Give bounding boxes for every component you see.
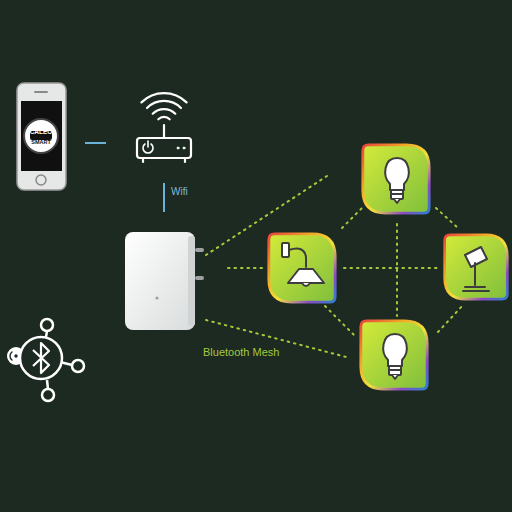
garden-spot — [445, 235, 508, 299]
link-line — [85, 142, 106, 144]
bluetooth-mesh-icon — [6, 319, 84, 401]
bulb-top — [363, 145, 429, 213]
connection-label: Bluetooth Mesh — [203, 347, 279, 358]
router-icon — [137, 93, 191, 162]
connection-label: Wifi — [171, 187, 188, 197]
logo-text: CALEO — [30, 129, 53, 136]
smartphone-icon — [17, 83, 66, 190]
logo-text: SMART — [31, 140, 51, 146]
wall-lamp — [269, 234, 335, 302]
wifi-line — [163, 183, 165, 212]
bridge-hub — [125, 232, 204, 330]
bulb-bottom — [361, 321, 427, 389]
